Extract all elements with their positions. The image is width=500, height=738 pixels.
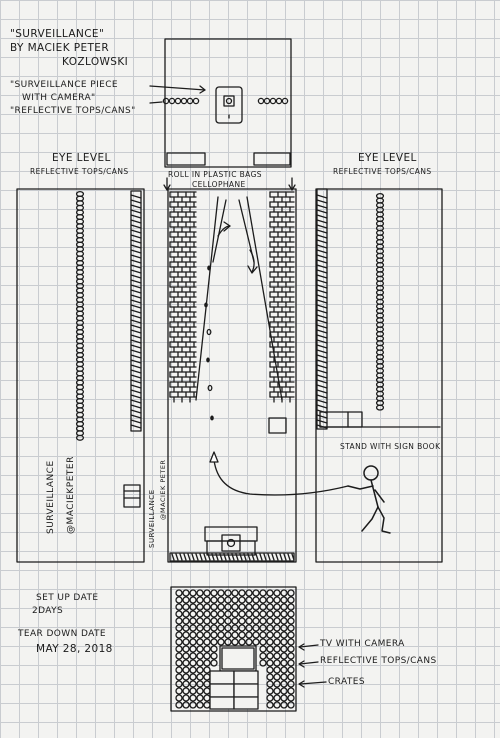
note-reflective-tops: "REFLECTIVE TOPS/CANS": [10, 106, 136, 116]
stand-caption: STAND WITH SIGN BOOK: [340, 442, 441, 451]
right-reflective-label: REFLECTIVE TOPS/CANS: [333, 167, 432, 176]
center-cellophane-label: CELLOPHANE: [192, 180, 246, 189]
left-reflective-label: REFLECTIVE TOPS/CANS: [30, 167, 129, 176]
right-eye-level-label: EYE LEVEL: [358, 152, 417, 164]
center-roll-label: ROLL IN PLASTIC BAGS: [168, 170, 262, 179]
left-wall-panel: [16, 188, 145, 563]
left-wall-cans: [75, 190, 85, 441]
legend-crates-label: CRATES: [328, 677, 365, 687]
note-with-camera: WITH CAMERA": [22, 93, 96, 103]
camera-lens: [223, 95, 235, 107]
top-cans-right: [257, 97, 289, 105]
legend-tops-label: REFLECTIVE TOPS/CANS: [320, 656, 437, 666]
left-sign-board: [123, 484, 141, 508]
setup-date-label: SET UP DATE: [36, 593, 99, 603]
right-wall-cans: [375, 192, 385, 411]
rotation-arrow-bottom: [249, 249, 255, 273]
teardown-date-value: MAY 28, 2018: [36, 643, 113, 655]
left-eye-level-label: EYE LEVEL: [52, 152, 111, 164]
setup-date-value: 2DAYS: [32, 606, 64, 616]
center-corridor: [167, 188, 297, 563]
floor-plan-tv-crates: [209, 645, 259, 710]
floor-plan-cans: [175, 589, 295, 709]
teardown-date-label: TEAR DOWN DATE: [18, 629, 106, 639]
note-surveillance-piece: "SURVEILLANCE PIECE: [10, 80, 118, 90]
top-cans-left: [162, 97, 200, 105]
entrance-crates: [204, 526, 258, 556]
title-line-3: KOZLOWSKI: [62, 56, 129, 68]
stand-with-sign-book: [319, 411, 363, 428]
legend-tv-label: TV WITH CAMERA: [320, 639, 405, 649]
center-small-box: [268, 417, 287, 434]
walk-path-arrow: [213, 459, 349, 496]
title-line-1: "SURVEILLANCE": [10, 28, 105, 40]
note-arrow: [149, 85, 206, 91]
floor-plan-bottom: [170, 586, 297, 712]
visitor-stick-figure: [347, 465, 391, 534]
title-line-2: BY MACIEK PETER: [10, 42, 110, 54]
camera-box: [215, 86, 243, 124]
right-wall-panel: [315, 188, 443, 563]
